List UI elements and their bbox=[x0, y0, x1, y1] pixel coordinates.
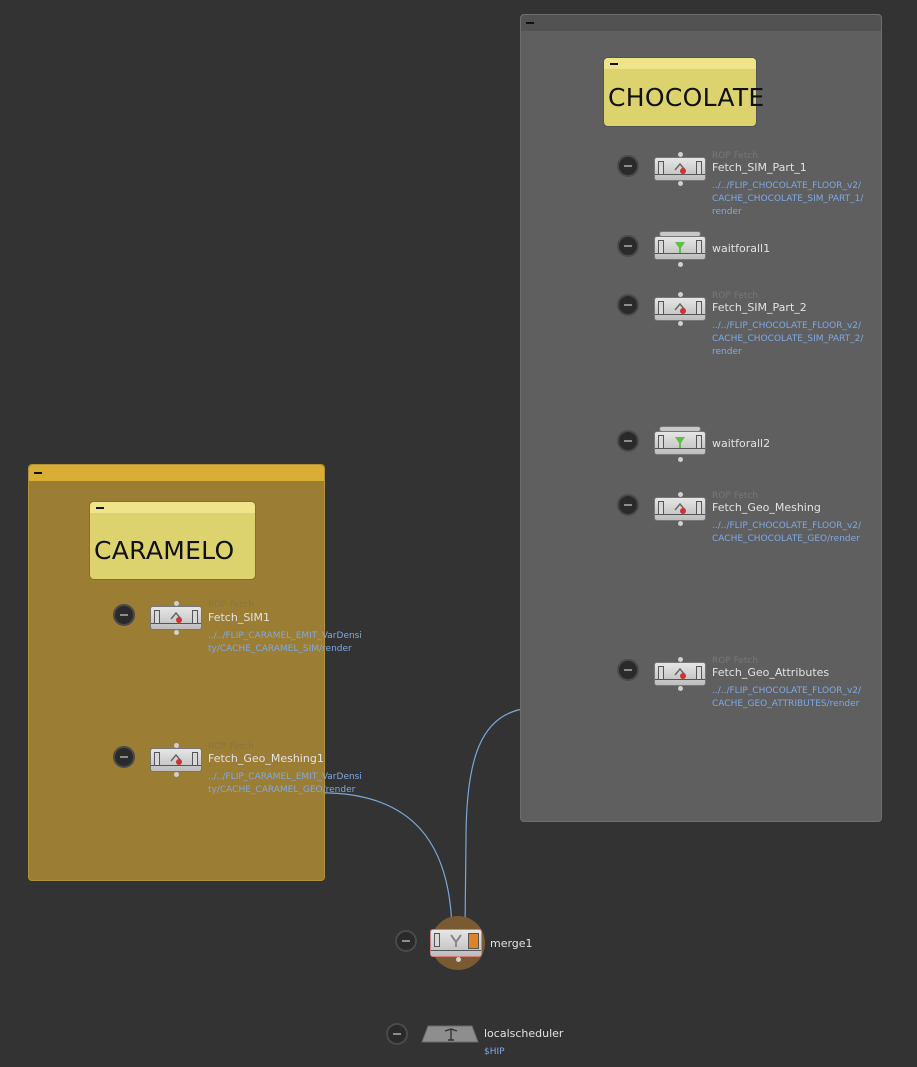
bypass-flag-fetch-sim-part-2[interactable] bbox=[617, 294, 639, 316]
output-connector[interactable] bbox=[174, 601, 179, 606]
node-path-label: $HIP bbox=[484, 1047, 505, 1057]
output-connector[interactable] bbox=[678, 521, 683, 526]
scheduler-icon bbox=[444, 1028, 458, 1041]
sticky-note-caramelo[interactable]: CARAMELO bbox=[90, 502, 255, 579]
node-type-label: ROP Fetch bbox=[712, 291, 759, 301]
output-connector[interactable] bbox=[174, 743, 179, 748]
bypass-flag-localscheduler[interactable] bbox=[386, 1023, 408, 1045]
output-connector[interactable] bbox=[678, 181, 683, 186]
node-type-label: ROP Fetch bbox=[712, 656, 759, 666]
collapse-icon[interactable] bbox=[95, 503, 105, 513]
node-name-label[interactable]: Fetch_Geo_Meshing1 bbox=[208, 752, 324, 765]
bypass-flag-fetch-geo-attributes[interactable] bbox=[617, 659, 639, 681]
output-connector[interactable] bbox=[174, 630, 179, 635]
output-connector[interactable] bbox=[678, 657, 683, 662]
output-connector[interactable] bbox=[678, 262, 683, 267]
rop-fetch-icon bbox=[674, 667, 686, 679]
bypass-flag-merge1[interactable] bbox=[395, 930, 417, 952]
bypass-flag-waitforall1[interactable] bbox=[617, 235, 639, 257]
node-path-label: ../../FLIP_CHOCOLATE_FLOOR_v2/CACHE_CHOC… bbox=[712, 321, 864, 357]
rop-fetch-icon bbox=[674, 302, 686, 314]
network-box-header[interactable] bbox=[521, 15, 881, 31]
rop-fetch-icon bbox=[674, 162, 686, 174]
output-connector[interactable] bbox=[678, 457, 683, 462]
node-name-label[interactable]: Fetch_Geo_Meshing bbox=[712, 501, 821, 514]
node-merge1[interactable] bbox=[430, 929, 482, 957]
node-waitforall1[interactable] bbox=[654, 236, 706, 260]
node-name-label[interactable]: waitforall1 bbox=[712, 242, 771, 255]
node-name-label[interactable]: Fetch_SIM_Part_1 bbox=[712, 161, 807, 174]
output-connector[interactable] bbox=[456, 957, 461, 962]
node-name-label[interactable]: waitforall2 bbox=[712, 437, 771, 450]
rop-fetch-icon bbox=[674, 502, 686, 514]
node-localscheduler[interactable] bbox=[420, 1025, 480, 1043]
node-fetch-geo-attributes[interactable] bbox=[654, 662, 706, 686]
node-type-label: ROP Fetch bbox=[712, 151, 759, 161]
output-connector[interactable] bbox=[678, 292, 683, 297]
rop-fetch-icon bbox=[170, 611, 182, 623]
network-box-chocolate[interactable] bbox=[520, 14, 882, 822]
node-fetch-sim-part-2[interactable] bbox=[654, 297, 706, 321]
node-path-label: ../../FLIP_CHOCOLATE_FLOOR_v2/CACHE_CHOC… bbox=[712, 181, 864, 217]
node-type-label: ROP Fetch bbox=[208, 600, 255, 610]
sticky-text: CHOCOLATE bbox=[608, 83, 765, 112]
node-name-label[interactable]: Fetch_SIM_Part_2 bbox=[712, 301, 807, 314]
node-name-label[interactable]: Fetch_SIM1 bbox=[208, 611, 271, 624]
node-name-label[interactable]: merge1 bbox=[490, 937, 533, 950]
output-connector[interactable] bbox=[678, 492, 683, 497]
sticky-header[interactable] bbox=[90, 502, 255, 513]
node-fetch-geo-meshing1[interactable] bbox=[150, 748, 202, 772]
collapse-icon[interactable] bbox=[609, 59, 619, 69]
waitforall-icon bbox=[675, 437, 685, 448]
bypass-flag-fetch-geo-meshing[interactable] bbox=[617, 494, 639, 516]
node-fetch-sim1[interactable] bbox=[150, 606, 202, 630]
node-waitforall2[interactable] bbox=[654, 431, 706, 455]
collapse-icon[interactable] bbox=[33, 468, 43, 478]
sticky-text: CARAMELO bbox=[94, 536, 235, 565]
node-path-label: ../../FLIP_CHOCOLATE_FLOOR_v2/CACHE_CHOC… bbox=[712, 521, 862, 544]
node-name-label[interactable]: Fetch_Geo_Attributes bbox=[712, 666, 830, 679]
bypass-flag-fetch-geo-meshing1[interactable] bbox=[113, 746, 135, 768]
bypass-flag-fetch-sim-part-1[interactable] bbox=[617, 155, 639, 177]
merge-icon bbox=[450, 934, 462, 947]
bypass-flag-waitforall2[interactable] bbox=[617, 430, 639, 452]
network-box-header[interactable] bbox=[29, 465, 324, 481]
output-connector[interactable] bbox=[678, 321, 683, 326]
node-name-label[interactable]: localscheduler bbox=[484, 1027, 564, 1040]
output-connector[interactable] bbox=[174, 772, 179, 777]
node-type-label: ROP Fetch bbox=[712, 491, 759, 501]
output-connector[interactable] bbox=[678, 152, 683, 157]
waitforall-icon bbox=[675, 242, 685, 253]
bypass-flag-fetch-sim1[interactable] bbox=[113, 604, 135, 626]
sticky-note-chocolate[interactable]: CHOCOLATE bbox=[604, 58, 764, 126]
collapse-icon[interactable] bbox=[525, 18, 535, 28]
rop-fetch-icon bbox=[170, 753, 182, 765]
sticky-header[interactable] bbox=[604, 58, 756, 69]
node-path-label: ../../FLIP_CHOCOLATE_FLOOR_v2/CACHE_GEO_… bbox=[712, 686, 862, 709]
node-fetch-sim-part-1[interactable] bbox=[654, 157, 706, 181]
output-connector[interactable] bbox=[678, 686, 683, 691]
node-type-label: ROP Fetch bbox=[208, 742, 255, 752]
node-fetch-geo-meshing[interactable] bbox=[654, 497, 706, 521]
